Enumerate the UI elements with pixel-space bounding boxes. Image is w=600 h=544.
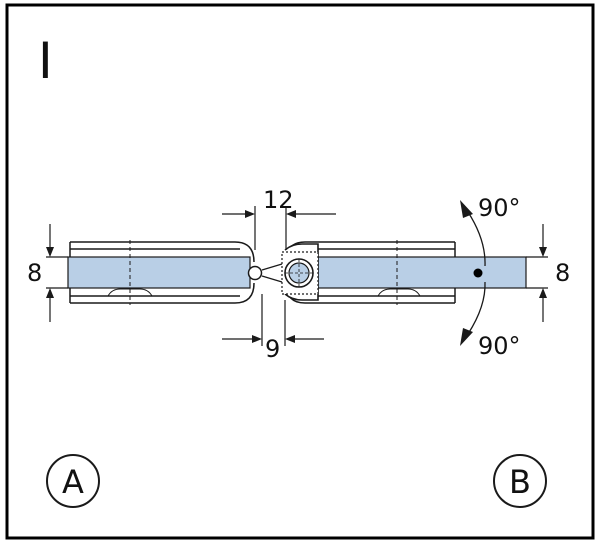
arrow-up-icon [46, 288, 54, 298]
side-b-label: B [509, 463, 531, 501]
thickness-right-label: 8 [555, 259, 570, 287]
side-a-circle [46, 454, 100, 508]
rotation-point [473, 268, 483, 278]
thickness-left-label: 8 [27, 259, 42, 287]
thickness-right [526, 224, 548, 322]
dimension-bottom [222, 294, 324, 346]
arrow-down-icon [460, 328, 473, 346]
panel-label: I [38, 32, 53, 90]
dimension-top [222, 206, 336, 250]
angle-down-label: 90° [478, 332, 521, 360]
frame [5, 3, 595, 540]
arrow-left-icon [285, 335, 295, 343]
arrow-down-icon [539, 247, 547, 257]
rotation-arcs [467, 211, 486, 335]
glass-panel-right [285, 256, 527, 289]
side-a-label: A [62, 463, 84, 501]
arrow-up-icon [460, 200, 473, 218]
arrow-up-icon [539, 288, 547, 298]
dimension-bottom-label: 9 [265, 335, 280, 363]
angle-up-label: 90° [478, 194, 521, 222]
clamp-left [69, 240, 255, 305]
arrow-down-icon [46, 247, 54, 257]
dimension-top-label: 12 [263, 186, 294, 214]
side-b-circle [493, 454, 547, 508]
arrow-right-icon [252, 335, 262, 343]
arrow-left-icon [286, 210, 296, 218]
hinge-pivot [247, 243, 319, 301]
glass-panel-left [67, 256, 251, 289]
thickness-left [46, 224, 68, 322]
arrow-right-icon [245, 210, 255, 218]
